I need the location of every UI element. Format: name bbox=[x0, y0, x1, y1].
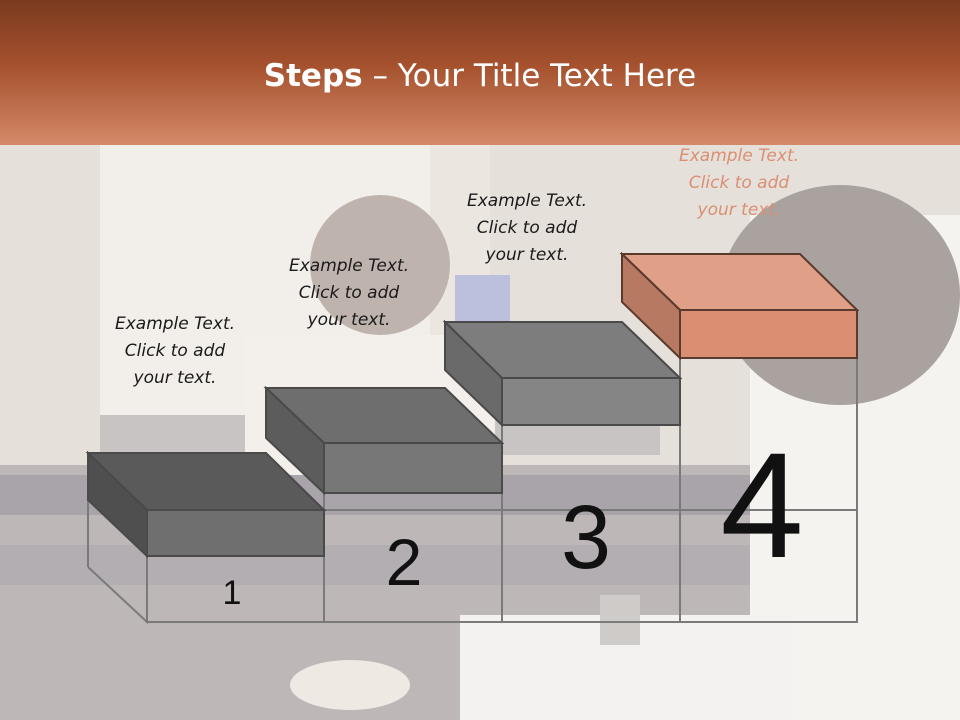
step-caption-3[interactable]: Example Text. Click to add your text. bbox=[447, 188, 607, 269]
caption-line: your text. bbox=[307, 310, 391, 330]
step-number-1: 1 bbox=[223, 574, 242, 612]
caption-line: Click to add bbox=[476, 218, 578, 238]
caption-line: Example Text. bbox=[114, 314, 236, 334]
step-caption-2[interactable]: Example Text. Click to add your text. bbox=[269, 253, 429, 334]
step-block-2[interactable] bbox=[263, 385, 505, 496]
step-caption-4[interactable]: Example Text. Click to add your text. bbox=[659, 143, 819, 224]
title-bold: Steps bbox=[263, 58, 363, 94]
caption-line: Example Text. bbox=[288, 256, 410, 276]
title-rest: – Your Title Text Here bbox=[362, 58, 697, 94]
caption-line: Example Text. bbox=[466, 191, 588, 211]
step-number-2: 2 bbox=[386, 525, 423, 599]
step-block-4[interactable] bbox=[619, 251, 860, 361]
caption-line: your text. bbox=[697, 200, 781, 220]
caption-line: your text. bbox=[485, 245, 569, 265]
step-block-1[interactable] bbox=[85, 450, 327, 559]
caption-line: Click to add bbox=[124, 341, 226, 361]
title-bar bbox=[0, 0, 960, 145]
caption-line: Example Text. bbox=[678, 146, 800, 166]
step-number-3: 3 bbox=[561, 488, 611, 588]
caption-line: Click to add bbox=[688, 173, 790, 193]
step-caption-1[interactable]: Example Text. Click to add your text. bbox=[95, 311, 255, 392]
caption-line: your text. bbox=[133, 368, 217, 388]
step-number-4: 4 bbox=[720, 421, 803, 589]
step-block-3[interactable] bbox=[442, 319, 683, 428]
slide-title[interactable]: Steps – Your Title Text Here bbox=[0, 56, 960, 96]
caption-line: Click to add bbox=[298, 283, 400, 303]
